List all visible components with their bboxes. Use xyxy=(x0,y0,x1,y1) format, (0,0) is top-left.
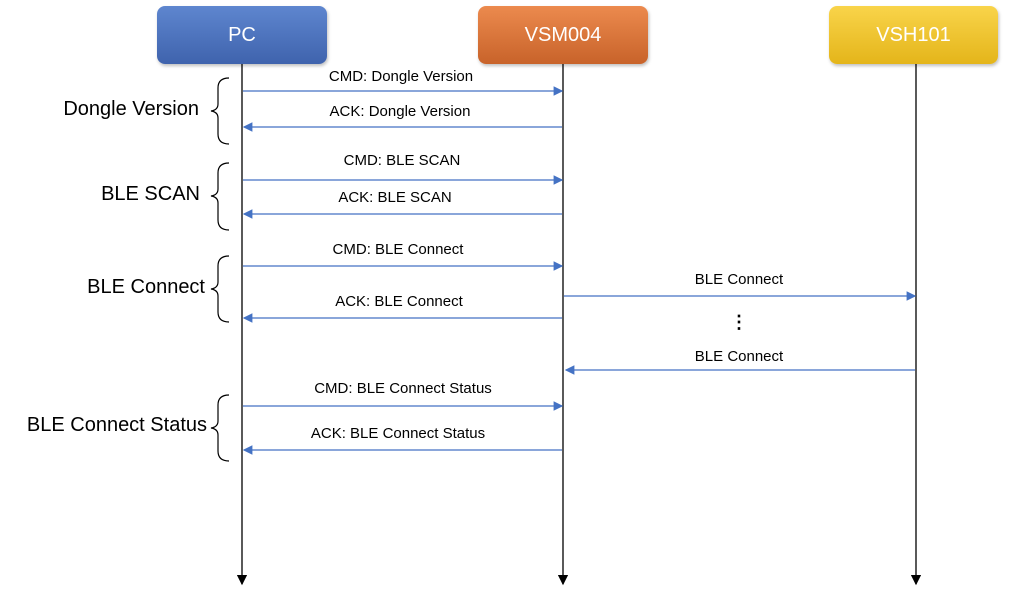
group-brace xyxy=(210,162,230,231)
group-label-ble-scan: BLE SCAN xyxy=(101,183,200,205)
message-label: BLE Connect xyxy=(694,348,784,365)
message-label: ACK: Dongle Version xyxy=(329,103,471,120)
message-label: CMD: BLE Connect xyxy=(332,241,464,258)
message-label: CMD: BLE Connect Status xyxy=(314,380,492,397)
message-label: ACK: BLE Connect Status xyxy=(310,425,486,442)
group-brace xyxy=(210,255,230,323)
message-label: CMD: Dongle Version xyxy=(328,68,474,85)
actor-vsh101: VSH101 xyxy=(829,6,998,64)
message-label: CMD: BLE SCAN xyxy=(343,152,461,169)
ellipsis-icon: ⋮ xyxy=(730,312,748,332)
message-label: ACK: BLE Connect xyxy=(335,293,463,310)
message-label: ACK: BLE SCAN xyxy=(338,189,452,206)
message-label: BLE Connect xyxy=(694,271,784,288)
group-label-ble-connect-status: BLE Connect Status xyxy=(26,414,207,436)
group-brace xyxy=(210,77,230,145)
group-label-ble-connect: BLE Connect xyxy=(87,276,205,298)
group-brace xyxy=(210,394,230,462)
actor-vsm004: VSM004 xyxy=(478,6,648,64)
actor-pc: PC xyxy=(157,6,327,64)
group-label-dongle-version: Dongle Version xyxy=(63,98,199,120)
